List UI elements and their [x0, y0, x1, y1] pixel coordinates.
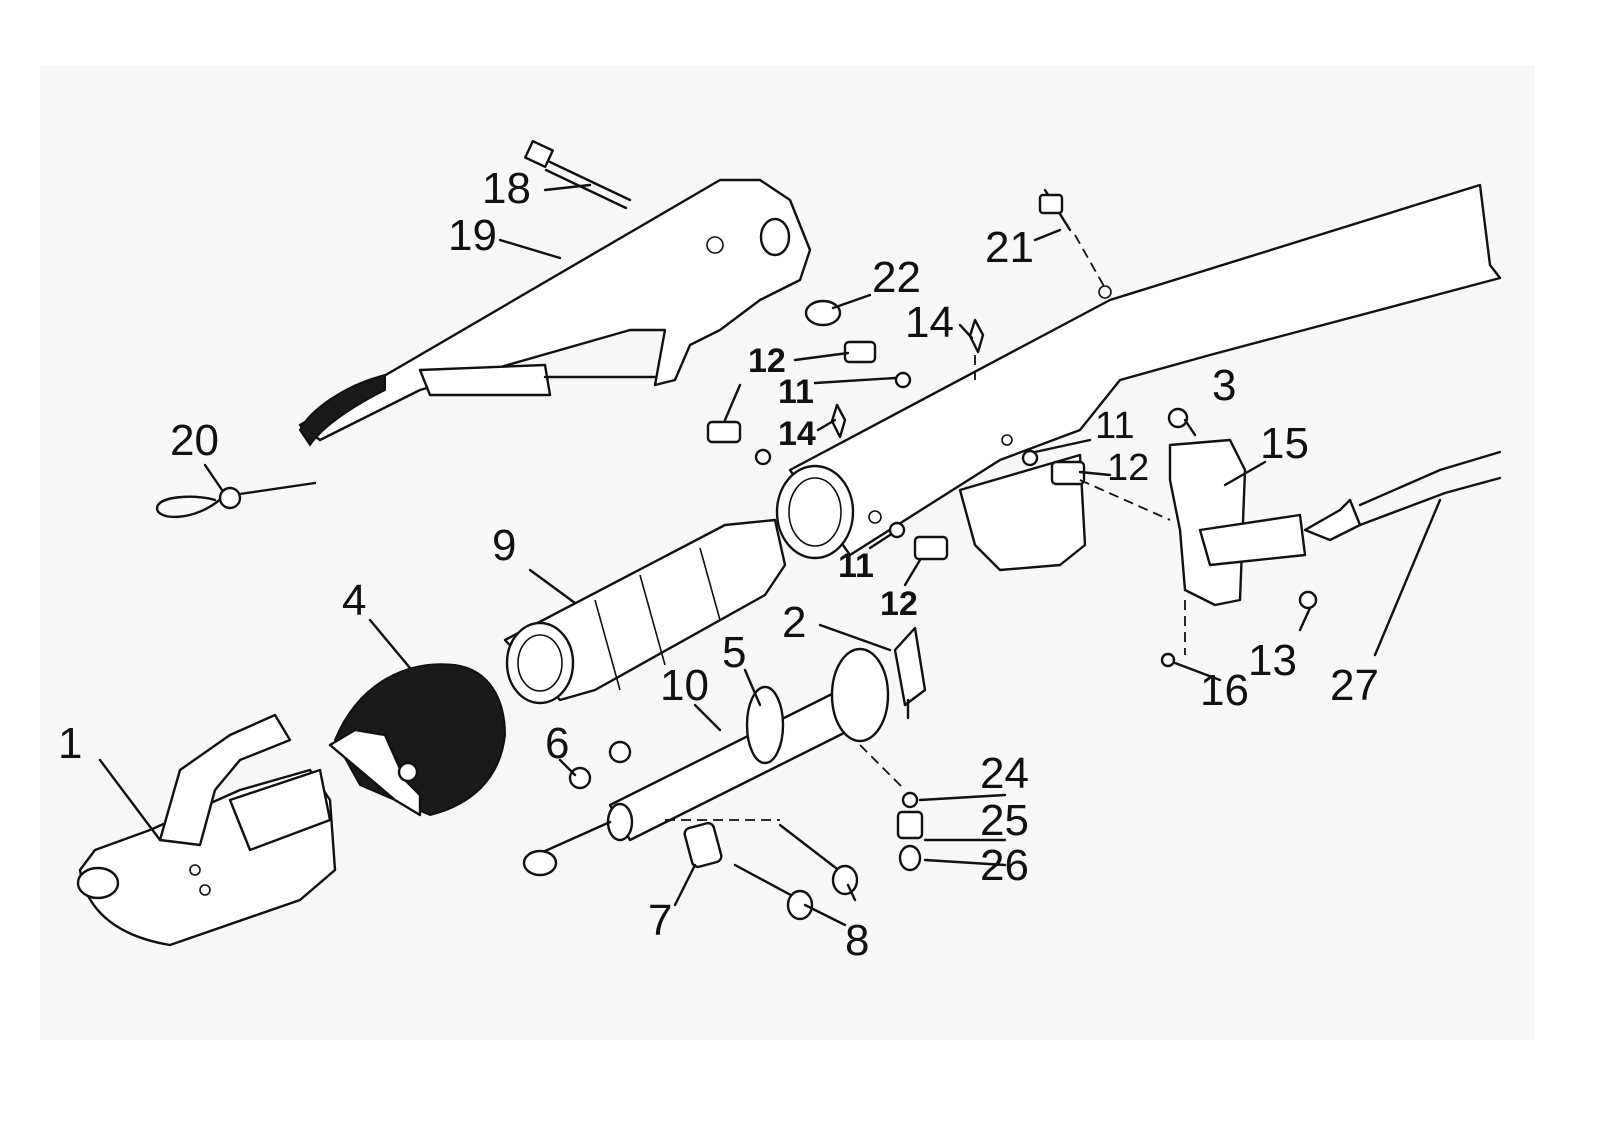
callout-11a: 11: [778, 373, 814, 411]
part-11-ring-a: [894, 371, 912, 389]
callout-10: 10: [660, 661, 709, 710]
part-10-shock-absorber: [522, 626, 927, 877]
callout-labels: 1 2 3 4 5 6 7 8 9 10 11 11 11 12 12 12 1…: [58, 164, 1379, 965]
alignment-lines: [665, 234, 1186, 821]
callout-24: 24: [980, 749, 1029, 798]
callout-11b: 11: [1095, 405, 1134, 447]
callout-22: 22: [872, 253, 921, 302]
part-11-ring-c: [1021, 449, 1039, 467]
callout-12b: 12: [1107, 447, 1149, 489]
callout-11c: 11: [838, 547, 874, 585]
part-12-bolt-d: [913, 535, 949, 561]
part-11-ring-d: [888, 521, 906, 539]
part-14-grease-nipple-b: [830, 403, 847, 439]
callout-27: 27: [1330, 661, 1379, 710]
callout-6: 6: [545, 719, 569, 768]
callout-15: 15: [1260, 419, 1309, 468]
callout-14a: 14: [905, 298, 954, 347]
callout-1: 1: [58, 719, 82, 768]
callout-8: 8: [845, 916, 869, 965]
callout-5: 5: [722, 628, 746, 677]
part-handbrake-lever: [298, 178, 812, 447]
part-3-nut: [1167, 407, 1189, 429]
part-12-bolt-b: [706, 420, 742, 444]
callout-26: 26: [980, 841, 1029, 890]
callout-21: 21: [985, 223, 1034, 272]
part-12-bolt-c: [1050, 460, 1086, 486]
callout-25: 25: [980, 796, 1029, 845]
part-11-ring-b: [754, 448, 772, 466]
part-14-grease-nipple-a: [968, 318, 985, 354]
callout-18: 18: [482, 164, 531, 213]
part-6-nut-a: [608, 740, 632, 764]
part-7-bushing: [683, 821, 723, 869]
part-8-bolt-b: [778, 823, 847, 877]
callout-13: 13: [1248, 636, 1297, 685]
callout-19: 19: [448, 211, 497, 260]
part-22-washer: [804, 299, 842, 327]
part-sleeve: [503, 518, 787, 705]
callout-7: 7: [648, 896, 672, 945]
part-bellows: [328, 663, 507, 817]
part-13-nut: [1298, 590, 1318, 610]
callout-9: 9: [492, 521, 516, 570]
part-small-hardware: [568, 188, 1502, 921]
callout-16: 16: [1200, 666, 1249, 715]
leader-lines: [98, 183, 1442, 927]
callout-14b: 14: [778, 415, 816, 453]
part-27-cable-end: [1303, 498, 1362, 542]
callout-2: 2: [782, 598, 806, 647]
part-coupling-head: [76, 713, 337, 947]
part-8-bolt-a: [733, 863, 802, 902]
part-24-ring: [901, 791, 919, 809]
callout-3: 3: [1212, 361, 1236, 410]
part-12-bolt-a: [843, 340, 877, 364]
callout-12c: 12: [880, 585, 918, 623]
callout-12a: 12: [748, 342, 786, 380]
part-6-nut-b: [568, 766, 592, 790]
part-18-bolt: [524, 139, 632, 210]
part-25-spacer: [896, 810, 924, 840]
part-16-clip: [1160, 652, 1176, 668]
part-20-cable-loop: [155, 481, 317, 519]
part-26-fitting: [898, 844, 922, 872]
callout-20: 20: [170, 416, 219, 465]
callout-4: 4: [342, 576, 366, 625]
